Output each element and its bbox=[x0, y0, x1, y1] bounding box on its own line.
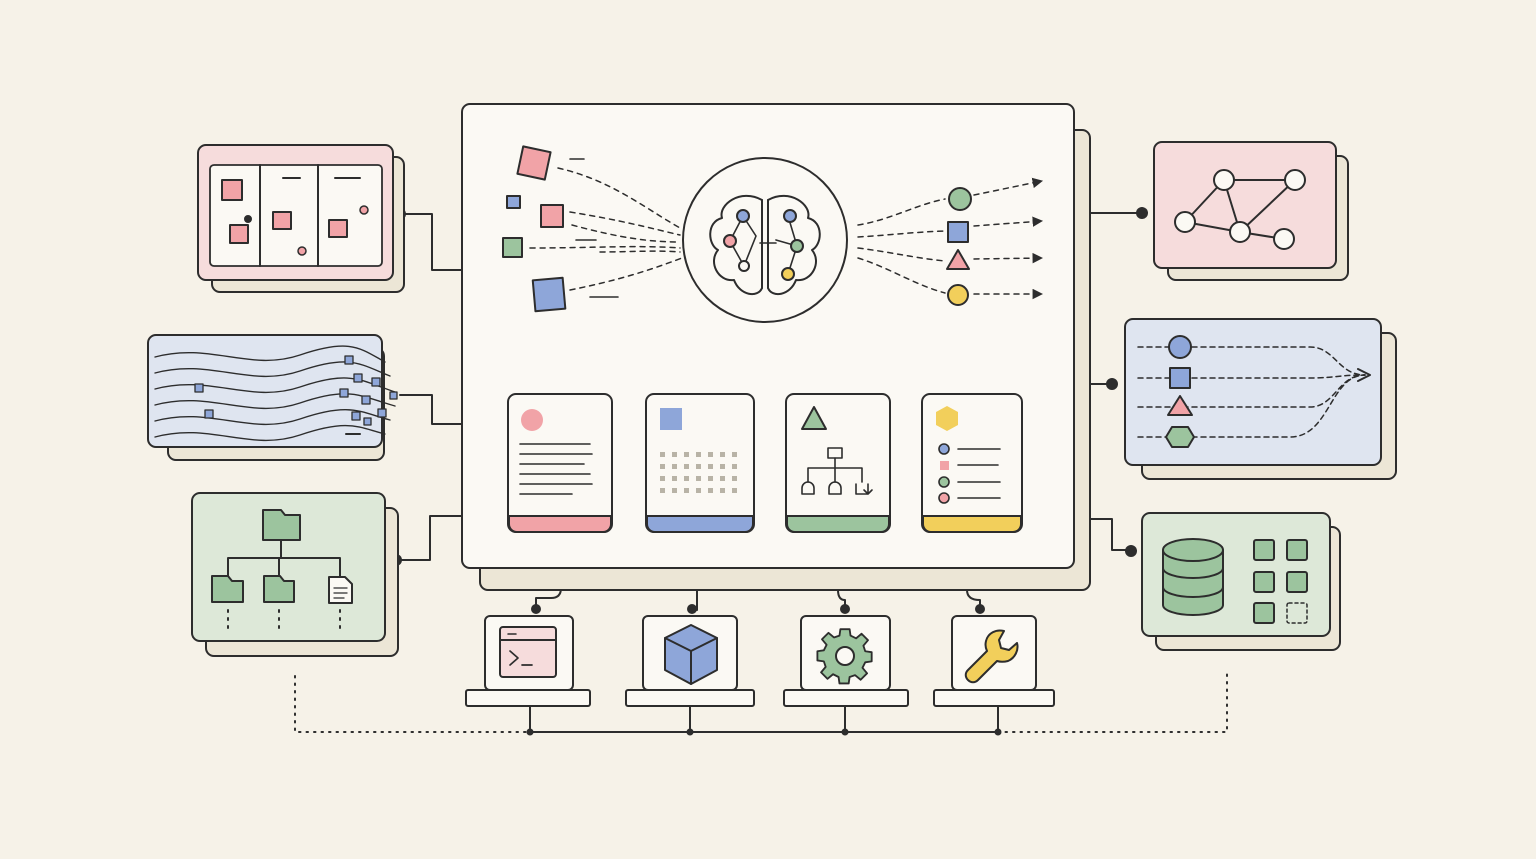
dotted-bus bbox=[294, 671, 1228, 733]
wrench-icon bbox=[964, 629, 1019, 684]
grid-dot bbox=[672, 476, 677, 481]
grid-dot bbox=[660, 452, 665, 457]
grid-dot bbox=[720, 476, 725, 481]
input-shapes bbox=[502, 145, 619, 313]
grid-dot bbox=[720, 488, 725, 493]
grid-dot bbox=[672, 488, 677, 493]
grid-dot bbox=[720, 452, 725, 457]
grid-dot bbox=[708, 476, 713, 481]
grid-dot bbox=[720, 464, 725, 469]
database-icon bbox=[1141, 512, 1341, 651]
folder-tree-icon bbox=[191, 492, 399, 657]
output-flows bbox=[857, 177, 1044, 306]
kanban-board-icon bbox=[197, 144, 405, 293]
brain-icon bbox=[682, 157, 848, 323]
grid-dot bbox=[672, 464, 677, 469]
grid-dot bbox=[708, 452, 713, 457]
checklist-icon bbox=[938, 443, 1001, 504]
grid-dot bbox=[696, 464, 701, 469]
module-card-document bbox=[507, 393, 613, 533]
module-card-checklist bbox=[921, 393, 1023, 533]
document-list-icon bbox=[519, 443, 593, 495]
tool-cube bbox=[625, 615, 755, 707]
grid-dot bbox=[684, 488, 689, 493]
grid-dot bbox=[732, 476, 737, 481]
hierarchy-icon bbox=[801, 447, 873, 495]
input-flows bbox=[529, 167, 683, 291]
grid-dot bbox=[696, 488, 701, 493]
grid-dot bbox=[672, 452, 677, 457]
grid-dot bbox=[696, 452, 701, 457]
merge-flow-icon bbox=[1124, 318, 1397, 480]
grid-dot bbox=[684, 476, 689, 481]
grid-dot bbox=[696, 476, 701, 481]
module-card-hierarchy bbox=[785, 393, 891, 533]
grid-dot bbox=[660, 464, 665, 469]
data-stream-icon bbox=[147, 334, 398, 461]
grid-dot bbox=[732, 488, 737, 493]
cube-icon bbox=[664, 624, 718, 685]
grid-dot bbox=[660, 476, 665, 481]
tool-wrench bbox=[933, 615, 1055, 707]
grid-dot bbox=[684, 464, 689, 469]
terminal-icon bbox=[499, 626, 557, 678]
gear-icon bbox=[816, 628, 873, 685]
grid-dot bbox=[660, 488, 665, 493]
tool-terminal bbox=[465, 615, 591, 707]
grid-dot bbox=[684, 452, 689, 457]
module-card-grid bbox=[645, 393, 755, 533]
grid-dot bbox=[732, 452, 737, 457]
dot-grid-icon bbox=[660, 452, 737, 493]
grid-dot bbox=[708, 488, 713, 493]
network-graph-icon bbox=[1153, 141, 1349, 281]
grid-dot bbox=[708, 464, 713, 469]
tool-gear bbox=[783, 615, 909, 707]
grid-dot bbox=[732, 464, 737, 469]
